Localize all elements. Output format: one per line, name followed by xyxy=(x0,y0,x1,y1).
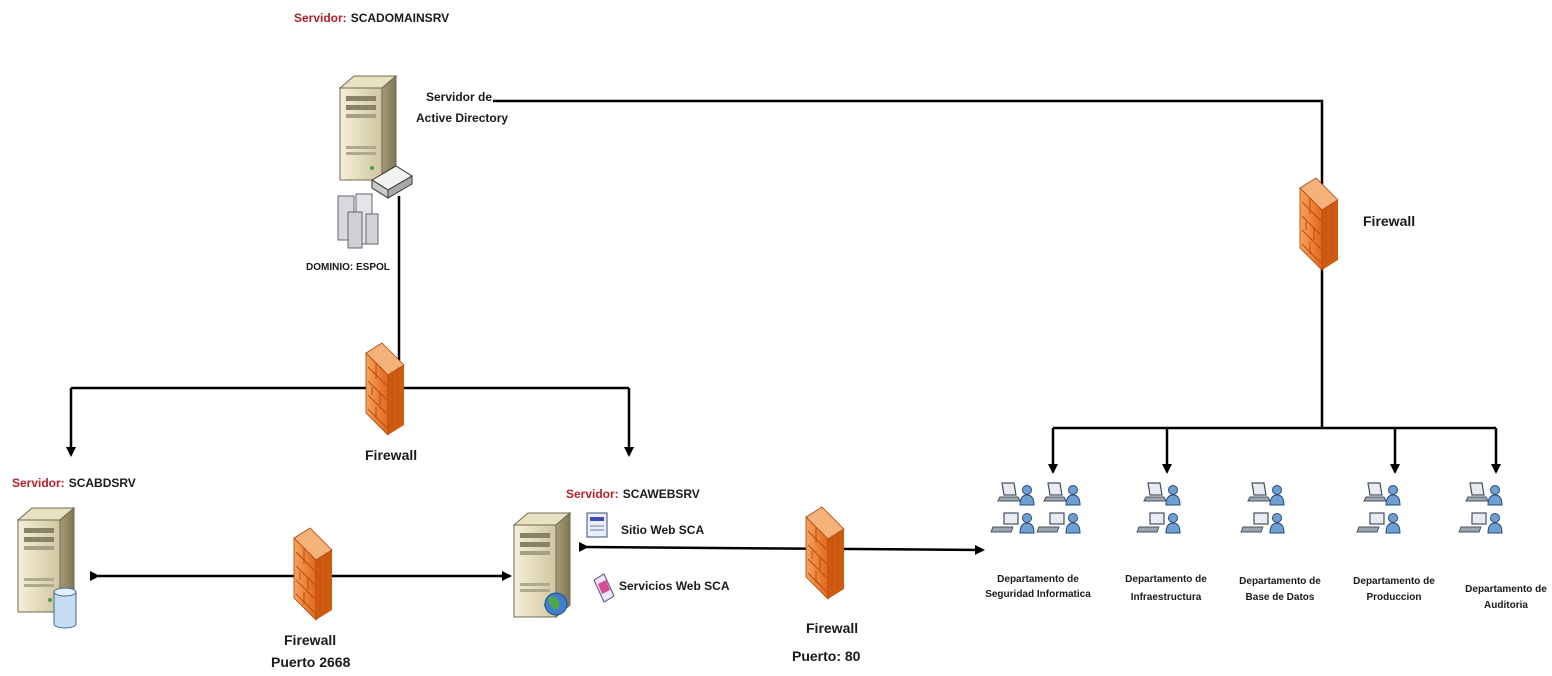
department-2: Departamento de Infraestructura xyxy=(1125,574,1207,603)
server-cluster-icon xyxy=(337,193,379,249)
firewall-db-web: Firewall Puerto 2668 xyxy=(271,527,351,670)
svg-text:Servidor:SCAWEBSRV: Servidor: SCAWEBSRV xyxy=(566,487,700,501)
department-5: Departamento de Auditoria xyxy=(1465,584,1547,611)
printer-icon xyxy=(371,165,413,199)
domain-server-prefix: Servidor: xyxy=(294,11,347,25)
firewall-middle-label: Firewall xyxy=(365,447,417,463)
firewall-middle: Firewall xyxy=(365,342,417,463)
firewall-top-right-label: Firewall xyxy=(1363,213,1415,229)
document-icon xyxy=(586,512,608,538)
domain-server-role-1: Servidor de xyxy=(426,90,492,104)
db-server: Servidor: SCABDSRV xyxy=(12,476,136,629)
department-3: Departamento de Base de Datos xyxy=(1239,576,1321,603)
domain-label: DOMINIO: ESPOL xyxy=(306,262,390,273)
database-icon xyxy=(53,587,77,629)
firewall-web-depts-label: Firewall xyxy=(806,620,858,636)
web-service-2: Servicios Web SCA xyxy=(619,579,730,593)
department-1: Departamento de Seguridad Informatica xyxy=(985,574,1091,600)
domain-server: Servidor: SCADOMAINSRV Servidor de Active… xyxy=(294,11,508,273)
department-1-line-2: Seguridad Informatica xyxy=(985,589,1091,600)
departments: Departamento de Seguridad Informatica De… xyxy=(985,483,1547,611)
department-5-line-2: Auditoria xyxy=(1484,600,1528,611)
web-server-name: SCAWEBSRV xyxy=(623,487,700,501)
department-4-line-2: Produccion xyxy=(1366,592,1421,603)
server-icon xyxy=(339,75,397,181)
firewall-icon xyxy=(1299,177,1339,271)
department-4: Departamento de Produccion xyxy=(1353,576,1435,603)
firewall-web-depts: Firewall Puerto: 80 xyxy=(792,506,861,664)
firewall-web-depts-port: Puerto: 80 xyxy=(792,648,861,664)
department-3-line-2: Base de Datos xyxy=(1246,592,1315,603)
link-web-depts xyxy=(578,541,985,555)
firewall-db-web-port: Puerto 2668 xyxy=(271,654,351,670)
department-2-line-2: Infraestructura xyxy=(1131,592,1202,603)
db-server-prefix: Servidor: xyxy=(12,476,65,490)
web-server-prefix: Servidor: xyxy=(566,487,619,501)
firewall-top-right: Firewall xyxy=(1299,177,1415,271)
link-domain-to-depts xyxy=(493,99,1324,428)
department-5-line-1: Departamento de xyxy=(1465,584,1547,595)
web-server: Servidor: SCAWEBSRV Sitio Web SCA Servici… xyxy=(513,487,730,618)
department-3-line-1: Departamento de xyxy=(1239,576,1321,587)
domain-server-role-2: Active Directory xyxy=(416,111,508,125)
department-4-line-1: Departamento de xyxy=(1353,576,1435,587)
web-services-icon xyxy=(593,573,615,603)
db-server-name: SCABDSRV xyxy=(69,476,136,490)
firewall-db-web-label: Firewall xyxy=(284,632,336,648)
firewall-icon xyxy=(805,506,845,600)
globe-icon xyxy=(544,592,568,616)
department-1-line-1: Departamento de xyxy=(997,574,1079,585)
svg-text:Servidor:SCADOMAINSRV: Servidor: SCADOMAINSRV xyxy=(294,11,449,25)
domain-server-name: SCADOMAINSRV xyxy=(351,11,449,25)
web-service-1: Sitio Web SCA xyxy=(621,523,704,537)
department-2-line-1: Departamento de xyxy=(1125,574,1207,585)
firewall-icon xyxy=(293,527,333,621)
svg-text:Servidor:SCABDSRV: Servidor: SCABDSRV xyxy=(12,476,136,490)
workgroup-icon xyxy=(991,483,1502,533)
